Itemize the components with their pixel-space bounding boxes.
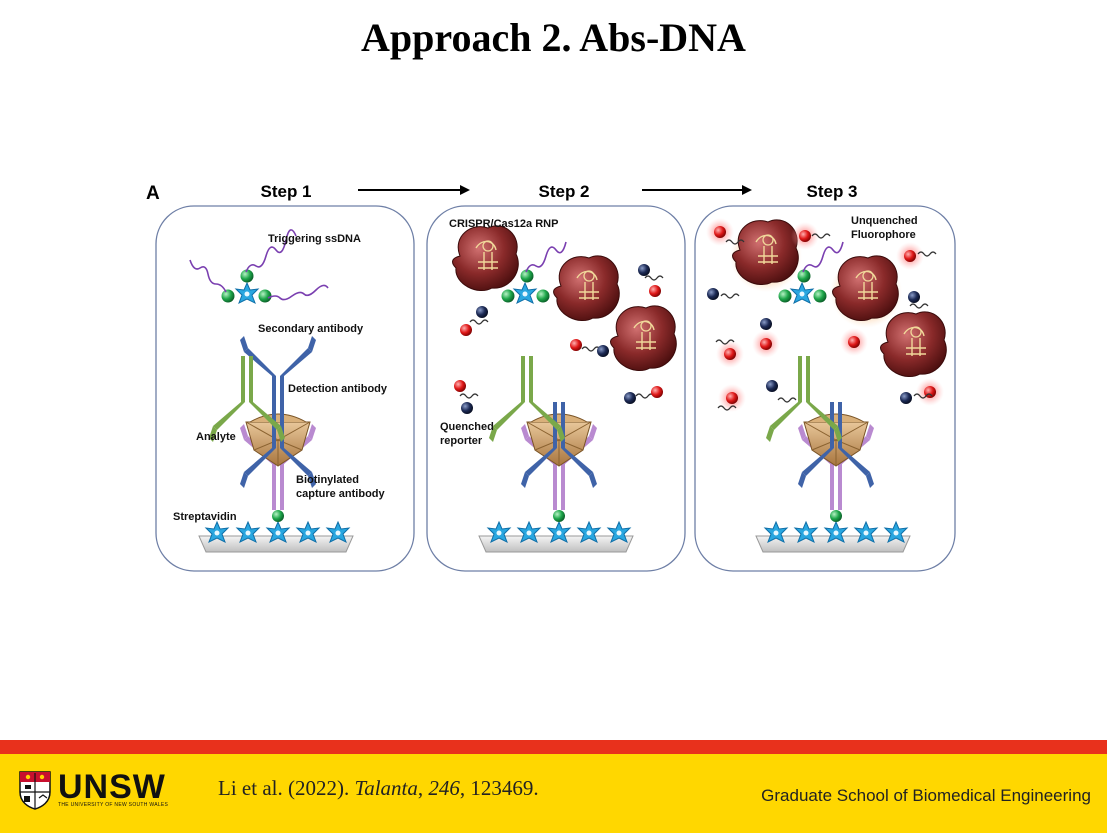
panel-letter: A (146, 183, 160, 204)
school-name: Graduate School of Biomedical Engineerin… (761, 786, 1091, 805)
crispr-rnp-label: CRISPR/Cas12a RNP (449, 218, 558, 230)
reporter-label: reporter (440, 435, 483, 447)
secondary-antibody-label: Secondary antibody (258, 323, 364, 335)
footer-bar: UNSW THE UNIVERSITY OF NEW SOUTH WALES L… (0, 754, 1107, 833)
step-2-panel (426, 205, 686, 572)
step-1-assembly (189, 229, 354, 553)
footer-red-stripe (0, 740, 1107, 754)
streptavidin-label: Streptavidin (173, 511, 237, 523)
quenched-label: Quenched (440, 421, 494, 433)
citation-pages: , 123469. (459, 776, 539, 800)
fluorophore-label: Fluorophore (851, 229, 916, 241)
step-2-label: Step 2 (538, 182, 589, 201)
detection-antibody-label: Detection antibody (288, 383, 388, 395)
step-1-panel (155, 205, 415, 572)
citation: Li et al. (2022). Talanta, 246, 123469. (218, 776, 539, 801)
unsw-logo: UNSW THE UNIVERSITY OF NEW SOUTH WALES (18, 770, 168, 810)
arrow-step1-to-step2 (358, 185, 470, 195)
step-1-label: Step 1 (260, 182, 311, 201)
analyte-label: Analyte (196, 431, 236, 443)
unsw-subtitle: THE UNIVERSITY OF NEW SOUTH WALES (58, 802, 169, 808)
step-3-assembly (706, 218, 948, 553)
citation-authors: Li et al. (2022). (218, 776, 355, 800)
citation-sep: , (417, 776, 429, 800)
biotinylated-label: Biotinylated (296, 474, 359, 486)
arrow-step2-to-step3 (642, 185, 752, 195)
step-3-label: Step 3 (806, 182, 857, 201)
citation-journal: Talanta (354, 776, 418, 800)
citation-volume: 246 (428, 776, 460, 800)
step-2-assembly (451, 225, 678, 553)
capture-antibody-label: capture antibody (296, 488, 386, 500)
unsw-wordmark: UNSW (58, 768, 166, 806)
unquenched-label: Unquenched (851, 215, 918, 227)
triggering-ssdna-label: Triggering ssDNA (268, 233, 361, 245)
unsw-crest-icon (19, 771, 51, 810)
slide-title: Approach 2. Abs-DNA (361, 15, 746, 60)
